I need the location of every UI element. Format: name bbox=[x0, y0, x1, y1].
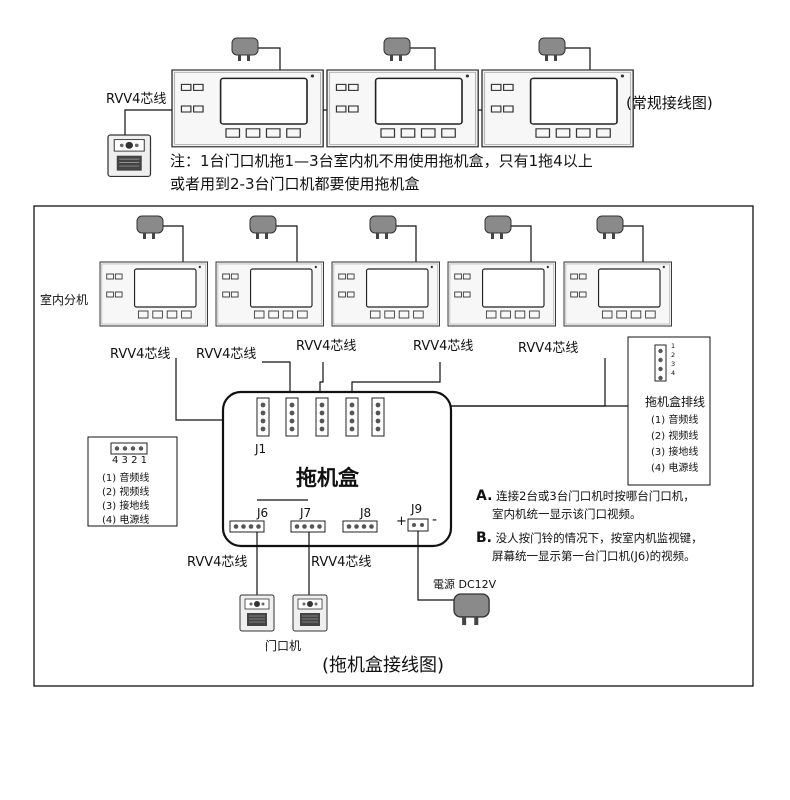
note-a-letter: A. bbox=[476, 488, 493, 504]
right-legend-box bbox=[627, 336, 711, 486]
terminal-j9 bbox=[407, 518, 429, 532]
jack-label-j9: J9 bbox=[411, 502, 423, 516]
cable-label: RVV4芯线 bbox=[296, 339, 357, 354]
jack-label-j1: J1 bbox=[255, 442, 267, 456]
legend-pin-number: 3 bbox=[671, 360, 676, 368]
cable-label: RVV4芯线 bbox=[187, 555, 248, 570]
terminal-j8 bbox=[342, 520, 378, 533]
jack-label-j7: J7 bbox=[300, 506, 312, 520]
legend-item: (1) 音频线 bbox=[102, 473, 150, 484]
note-a-line-1: 连接2台或3台门口机时按哪台门口机， bbox=[496, 489, 695, 503]
legend-item: (2) 视频线 bbox=[651, 431, 699, 442]
terminal-j1 bbox=[256, 397, 270, 437]
power-adapter-icon bbox=[249, 215, 277, 240]
power-adapter-icon bbox=[231, 37, 259, 62]
terminal-j3 bbox=[315, 397, 329, 437]
top-wires bbox=[124, 109, 482, 135]
power-label: 電源 DC12V bbox=[433, 578, 497, 591]
note-b-line-1: 没人按门铃的情况下，按室内机监视键， bbox=[495, 531, 703, 545]
terminal-j6 bbox=[229, 520, 265, 533]
main-adapter-wires bbox=[163, 225, 644, 262]
power-adapter-icon bbox=[596, 215, 624, 240]
legend-pin-number: 1 bbox=[671, 342, 676, 350]
indoor-monitor-icon bbox=[563, 261, 673, 327]
legend-item: (4) 电源线 bbox=[102, 515, 150, 526]
indoor-monitor-icon bbox=[481, 69, 635, 148]
door-station-icon bbox=[107, 134, 152, 178]
indoor-monitor-icon bbox=[326, 69, 480, 148]
legend-pin-number: 4 bbox=[671, 369, 676, 377]
door-cables bbox=[256, 532, 310, 595]
terminal-j7 bbox=[290, 520, 326, 533]
main-frame bbox=[33, 205, 754, 687]
note-b: B. 没人按门铃的情况下，按室内机监视键， bbox=[476, 530, 703, 547]
door-station-label: 门口机 bbox=[265, 639, 302, 653]
minus-sign: - bbox=[432, 512, 438, 528]
note-b-line-2: 屏幕统一显示第一台门口机(J6)的视频。 bbox=[492, 549, 696, 563]
power-adapter-icon bbox=[453, 593, 490, 626]
legend-item: (4) 电源线 bbox=[651, 463, 699, 474]
legend-item: (2) 视频线 bbox=[102, 487, 150, 498]
terminal-j4 bbox=[345, 397, 359, 437]
indoor-monitor-icon bbox=[331, 261, 441, 327]
indoor-monitor-icon bbox=[215, 261, 325, 327]
terminal-j2 bbox=[285, 397, 299, 437]
cable-label: RVV4芯线 bbox=[106, 92, 167, 107]
power-adapter-icon bbox=[136, 215, 164, 240]
cable-label: RVV4芯线 bbox=[311, 555, 372, 570]
legend-item: (3) 接地线 bbox=[651, 447, 699, 458]
power-cable bbox=[417, 531, 455, 601]
power-adapter-icon bbox=[369, 215, 397, 240]
cable-label: RVV4芯线 bbox=[413, 339, 474, 354]
main-caption: (拖机盒接线图) bbox=[322, 655, 445, 676]
terminal-j5 bbox=[371, 397, 385, 437]
legend-connector-icon bbox=[654, 344, 667, 382]
legend-pin-numbers: 4 3 2 1 bbox=[112, 455, 147, 466]
indoor-monitor-icon bbox=[99, 261, 209, 327]
legend-item: (3) 接地线 bbox=[102, 501, 150, 512]
door-station-icon bbox=[292, 594, 328, 632]
plus-sign: + bbox=[396, 514, 407, 529]
indoor-monitor-icon bbox=[171, 69, 325, 148]
jack-label-j8: J8 bbox=[360, 506, 372, 520]
indoor-unit-label: 室内分机 bbox=[40, 293, 89, 307]
top-adapters bbox=[258, 47, 591, 70]
note-a: A. 连接2台或3台门口机时按哪台门口机， bbox=[476, 488, 695, 505]
note-a-line-2: 室内机统一显示该门口视频。 bbox=[492, 507, 642, 521]
top-caption: (常规接线图) bbox=[626, 94, 713, 112]
indoor-monitor-icon bbox=[447, 261, 557, 327]
note-line-2: 或者用到2-3台门口机都要使用拖机盒 bbox=[170, 175, 420, 193]
note-b-letter: B. bbox=[476, 530, 492, 546]
door-station-icon bbox=[239, 594, 275, 632]
power-adapter-icon bbox=[484, 215, 512, 240]
cable-label: RVV4芯线 bbox=[196, 347, 257, 362]
power-adapter-icon bbox=[538, 37, 566, 62]
box-title: 拖机盒 bbox=[296, 466, 359, 490]
power-adapter-icon bbox=[383, 37, 411, 62]
note-line-1: 注：1台门口机拖1—3台室内机不用使用拖机盒，只有1拖4以上 bbox=[170, 152, 593, 170]
legend-item: (1) 音频线 bbox=[651, 415, 699, 426]
legend-connector-icon bbox=[110, 442, 148, 455]
cable-label: RVV4芯线 bbox=[518, 341, 579, 356]
legend-pin-number: 2 bbox=[671, 351, 676, 359]
splitter-box bbox=[221, 390, 453, 548]
right-legend-title: 拖机盒排线 bbox=[645, 395, 706, 409]
jack-label-j6: J6 bbox=[257, 506, 269, 520]
cable-label: RVV4芯线 bbox=[110, 347, 171, 362]
